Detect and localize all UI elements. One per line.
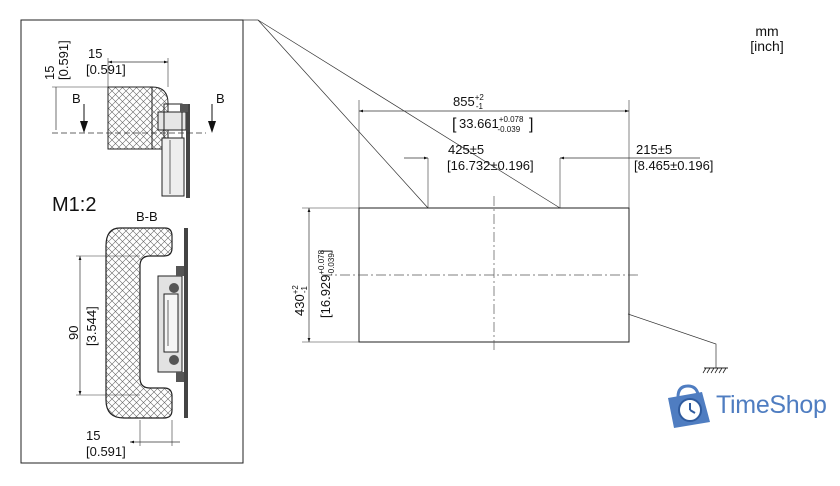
cut-pos-mm: 425±5 [448,142,484,157]
width-bracket-left: [ [452,116,457,133]
scale-label: M1:2 [52,194,96,216]
cut-pos-inch: [16.732±0.196] [447,158,534,173]
main-cutout-view: 855+2-1 [ 33.661+0.078-0.039 ] 425±5 [16… [291,93,728,374]
cut-mark-left: B [72,91,81,106]
width-dim-inch: 33.661+0.078-0.039 [459,115,524,134]
detail-frame [20,19,244,464]
units-secondary: [inch] [750,38,784,54]
detail-leader-lines [243,19,429,209]
cut-mark-right: B [216,91,225,106]
width-dim-mm: 855+2-1 [453,93,484,111]
bottom-dim-mm: 15 [86,428,100,443]
height-dim-mm: 430+2-1 [291,285,309,316]
top-section-view: B B 15 [0.591] 15 [0.591] [42,40,225,198]
units-legend: mm [inch] [742,24,792,54]
brand-name: TimeShop [716,391,827,419]
width-bracket-right: ] [529,116,533,133]
section-bb-view: 90 [3.544] 15 [0.591] [66,227,188,459]
bottom-dim-inch: [0.591] [86,444,126,459]
right-dim-mm: 215±5 [636,142,672,157]
shopping-bag-clock-icon [668,384,710,428]
ground-symbol [702,367,727,374]
ground-leader [627,313,717,368]
vert-dim-inch: [0.591] [56,40,71,80]
section-label: B-B [136,209,158,224]
right-dim-inch: [8.465±0.196] [634,158,713,173]
top-dim-inch: [0.591] [86,62,126,77]
units-primary: mm [755,23,779,39]
height-dim-inch: [16.929+0.078-0.039] [317,249,336,318]
height-dim-inch: [3.544] [84,306,99,346]
top-dim-mm: 15 [88,46,102,61]
height-dim-mm: 90 [66,326,81,340]
vert-dim-mm: 15 [42,66,57,80]
brand-logo: TimeShop [662,384,834,430]
detail-panel: B B 15 [0.591] 15 [0.591] M1:2 B-B [20,19,561,464]
